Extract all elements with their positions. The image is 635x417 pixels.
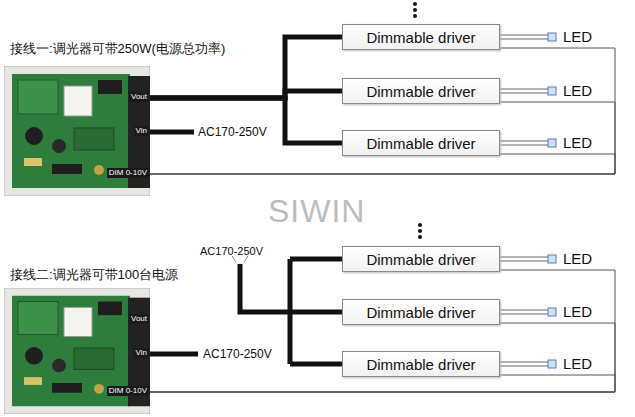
driver-box: Dimmable driver	[342, 78, 500, 104]
wiring-title: 接线一:调光器可带250W(电源总功率)	[10, 40, 225, 58]
mains-label: AC170-250V	[200, 245, 263, 257]
led-label: LED	[563, 134, 592, 151]
led-label: LED	[563, 355, 592, 372]
driver-box: Dimmable driver	[342, 130, 500, 156]
dimmer-board: VoutVinDIM 0-10V	[4, 66, 150, 196]
wiring-title: 接线二:调光器可带100台电源	[10, 266, 178, 284]
mains-wire	[150, 132, 342, 364]
driver-label: Dimmable driver	[366, 29, 475, 46]
terminal-label: DIM 0-10V	[107, 386, 149, 396]
led-label: LED	[563, 82, 592, 99]
driver-label: Dimmable driver	[366, 356, 475, 373]
terminal-label: DIM 0-10V	[107, 168, 149, 178]
dim-wire	[150, 48, 615, 174]
dim-wire	[150, 323, 615, 392]
terminal-label: Vout	[129, 92, 149, 102]
driver-label: Dimmable driver	[366, 83, 475, 100]
led-label: LED	[563, 250, 592, 267]
driver-label: Dimmable driver	[366, 135, 475, 152]
dim-wire	[150, 102, 615, 174]
dim-wire	[150, 154, 615, 174]
driver-box: Dimmable driver	[342, 246, 500, 272]
led-label: LED	[563, 303, 592, 320]
driver-box: Dimmable driver	[342, 24, 500, 50]
terminal-label: Vin	[134, 348, 149, 358]
driver-box: Dimmable driver	[342, 299, 500, 325]
terminal-label: Vin	[134, 126, 149, 136]
power-wire	[150, 98, 342, 143]
dim-wire	[150, 270, 615, 392]
driver-box: Dimmable driver	[342, 351, 500, 377]
led-symbols	[548, 33, 556, 368]
driver-label: Dimmable driver	[366, 251, 475, 268]
dimmer-board: VoutVinDIM 0-10V	[4, 288, 150, 414]
mains-label: AC170-250V	[203, 347, 272, 361]
dim-wire	[150, 375, 615, 392]
watermark: SIWIN	[268, 193, 365, 230]
driver-label: Dimmable driver	[366, 304, 475, 321]
led-wires	[500, 35, 548, 366]
led-label: LED	[563, 28, 592, 45]
mains-label: AC170-250V	[198, 125, 267, 139]
terminal-label: Vout	[129, 314, 149, 324]
